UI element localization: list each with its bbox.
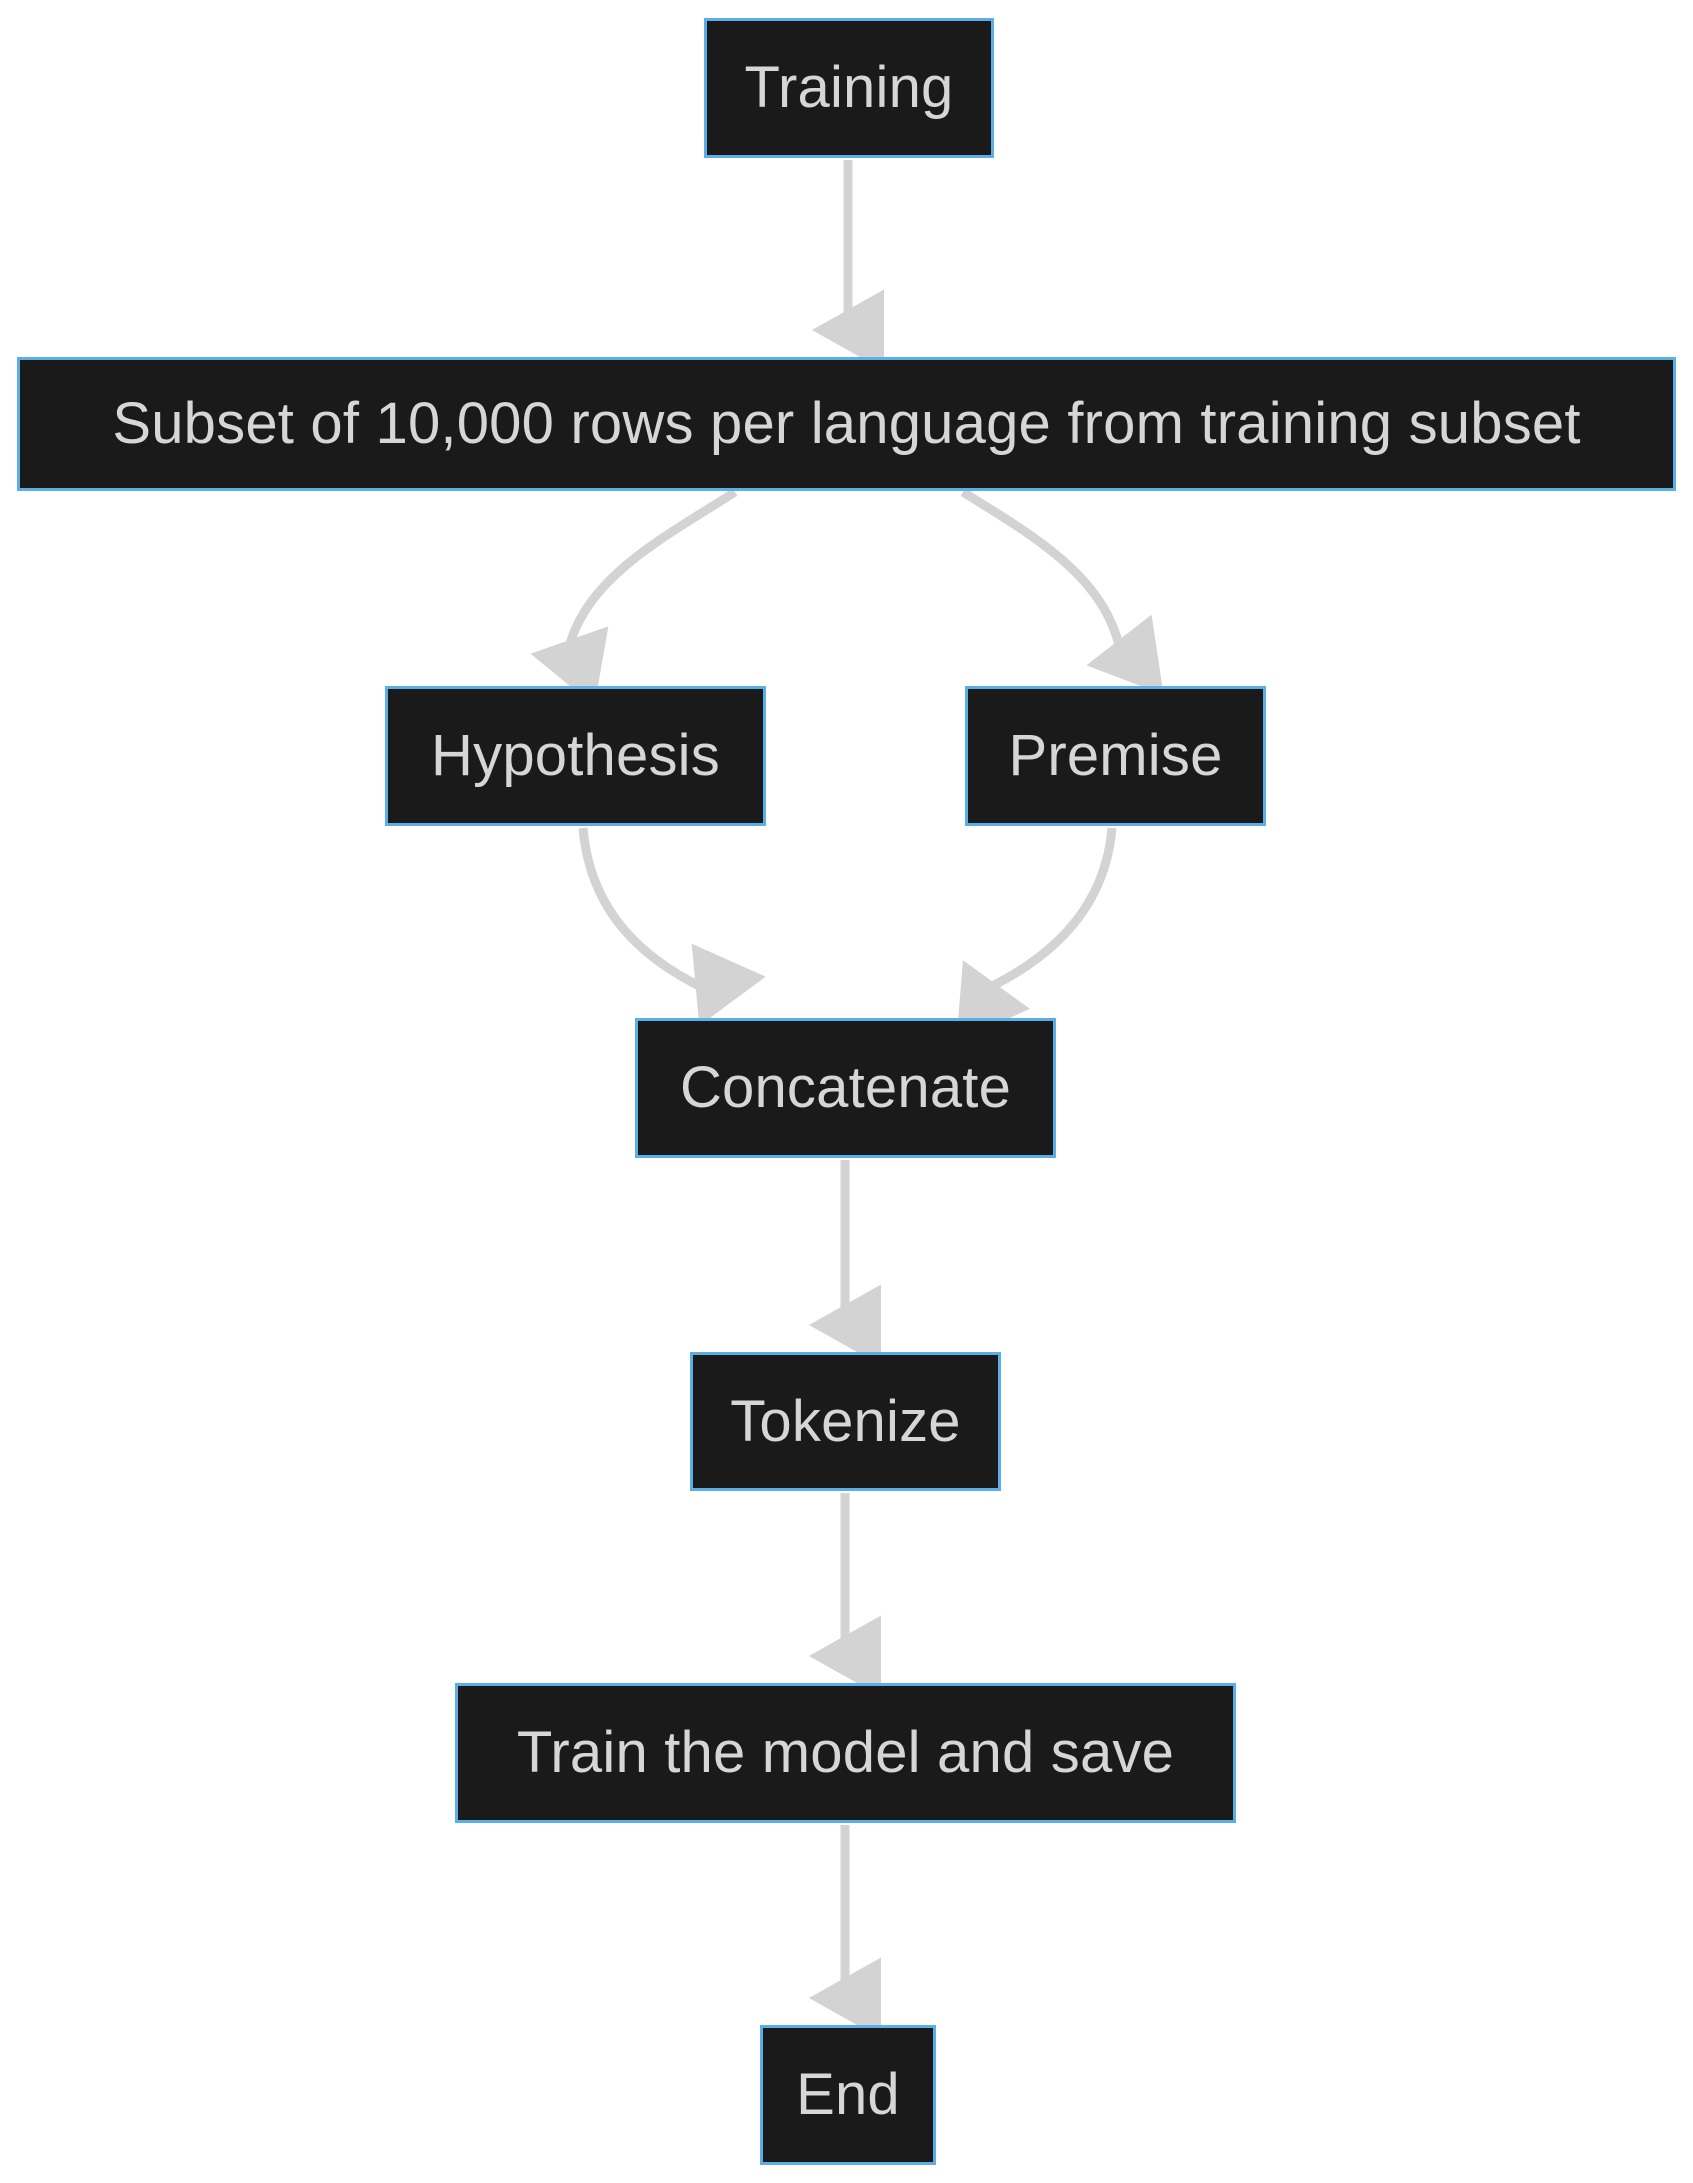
- flowchart-node-premise[interactable]: Premise: [965, 686, 1266, 826]
- edge-hypothesis-to-concatenate: [578, 827, 766, 1026]
- node-label-premise: Premise: [1008, 723, 1223, 788]
- edge-subset-to-premise: [960, 488, 1164, 695]
- node-label-hypothesis: Hypothesis: [431, 723, 720, 788]
- flowchart-node-subset[interactable]: Subset of 10,000 rows per language from …: [17, 357, 1676, 491]
- node-label-end: End: [796, 2062, 900, 2127]
- flowchart-node-tokenize[interactable]: Tokenize: [690, 1352, 1001, 1491]
- node-label-subset: Subset of 10,000 rows per language from …: [112, 391, 1581, 456]
- node-label-training: Training: [744, 55, 954, 120]
- flowchart-node-hypothesis[interactable]: Hypothesis: [385, 686, 766, 826]
- node-label-tokenize: Tokenize: [730, 1388, 961, 1454]
- edge-subset-to-hypothesis: [530, 488, 738, 707]
- edge-premise-to-concatenate: [956, 827, 1117, 1043]
- node-label-train-and-save: Train the model and save: [516, 1720, 1175, 1785]
- node-label-concatenate: Concatenate: [679, 1055, 1012, 1120]
- flowchart-node-training[interactable]: Training: [704, 18, 994, 158]
- flowchart-node-train-and-save[interactable]: Train the model and save: [455, 1683, 1236, 1823]
- flowchart-node-end[interactable]: End: [760, 2025, 936, 2165]
- flowchart-node-concatenate[interactable]: Concatenate: [635, 1018, 1056, 1158]
